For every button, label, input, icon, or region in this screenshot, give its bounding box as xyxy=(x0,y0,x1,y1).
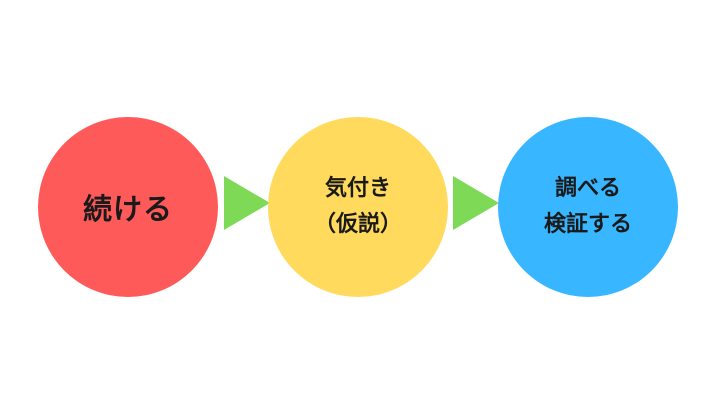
step-sublabel: （仮説） xyxy=(313,212,402,237)
step-continue-circle: 続ける xyxy=(38,117,218,297)
step-insight-circle: 気付き （仮説） xyxy=(268,117,448,297)
step-sublabel: 検証する xyxy=(543,212,632,237)
step-label: 気付き xyxy=(324,176,391,201)
step-research-circle: 調べる 検証する xyxy=(498,117,678,297)
step-label: 調べる xyxy=(554,176,621,201)
arrow-right-icon xyxy=(453,176,499,230)
arrow-right-icon xyxy=(224,176,270,230)
step-label: 続ける xyxy=(82,192,173,226)
